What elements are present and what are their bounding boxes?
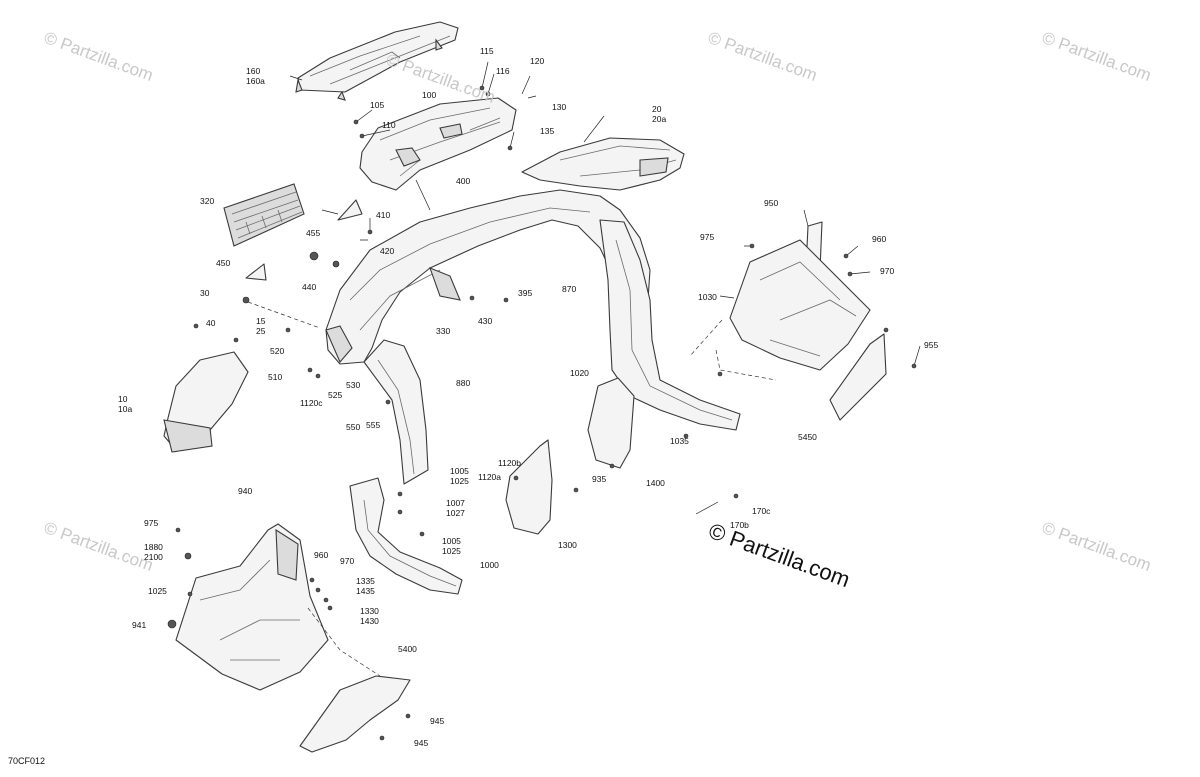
callout-550[interactable]: 550 [346,422,361,432]
callout-970-left[interactable]: 970 [340,556,355,566]
callout-1035[interactable]: 1035 [670,436,689,446]
callout-960-right[interactable]: 960 [872,234,887,244]
callout-941[interactable]: 941 [132,620,147,630]
callout-510[interactable]: 510 [268,372,283,382]
callout-100[interactable]: 100 [422,90,437,100]
part-5450-panel[interactable] [829,333,887,421]
part-400-main-frame[interactable] [325,189,651,365]
callout-105[interactable]: 105 [370,100,385,110]
callout-1330[interactable]: 1330 1430 [360,606,379,626]
callout-440[interactable]: 440 [302,282,317,292]
callout-40[interactable]: 40 [206,318,216,328]
callout-1005-lower[interactable]: 1005 1025 [442,536,461,556]
callout-1005-upper[interactable]: 1005 1025 [450,466,469,486]
part-20-side-cover[interactable] [521,137,685,191]
callout-1120b[interactable]: 1120b [498,458,522,468]
part-10-front-cover[interactable] [163,351,249,453]
callout-975-left[interactable]: 975 [144,518,159,528]
part-940-floor-panel[interactable] [175,523,329,691]
callout-1880[interactable]: 1880 2100 [144,542,163,562]
callout-20[interactable]: 20 20a [652,104,667,124]
callout-945-upper[interactable]: 945 [430,716,445,726]
callout-110[interactable]: 110 [382,120,396,130]
callout-940[interactable]: 940 [238,486,253,496]
callout-160[interactable]: 160 160a [246,66,265,86]
callout-1120a[interactable]: 1120a [478,472,502,482]
callout-135[interactable]: 135 [540,126,555,136]
callout-945-lower[interactable]: 945 [414,738,429,748]
callout-1120c[interactable]: 1120c [300,398,323,408]
callout-30[interactable]: 30 [200,288,210,298]
callout-455[interactable]: 455 [306,228,321,238]
callout-955[interactable]: 955 [924,340,939,350]
callout-5400[interactable]: 5400 [398,644,417,654]
callout-170c[interactable]: 170c [752,506,771,516]
callout-1025[interactable]: 1025 [148,586,167,596]
callout-116[interactable]: 116 [496,66,510,76]
diagram-code: 70CF012 [8,756,46,766]
callout-1400[interactable]: 1400 [646,478,665,488]
callout-1300[interactable]: 1300 [558,540,577,550]
part-880-pillar[interactable] [363,339,429,485]
callout-430[interactable]: 430 [478,316,493,326]
callout-170b[interactable]: 170b [730,520,749,530]
callout-395[interactable]: 395 [518,288,533,298]
callout-15[interactable]: 15 25 [256,316,266,336]
part-160-top-cover[interactable] [295,21,459,101]
callout-10[interactable]: 10 10a [118,394,133,414]
hardware-fasteners [167,85,917,741]
callout-5450[interactable]: 5450 [798,432,817,442]
callout-1020[interactable]: 1020 [570,368,589,378]
part-450-clip[interactable] [245,263,267,281]
callout-1007[interactable]: 1007 1027 [446,498,465,518]
callout-970-right[interactable]: 970 [880,266,895,276]
part-100-dash-panel[interactable] [359,97,517,191]
callout-975-right[interactable]: 975 [700,232,715,242]
callout-115[interactable]: 115 [480,46,494,56]
callout-320[interactable]: 320 [200,196,215,206]
part-1300-panel[interactable] [505,439,553,535]
callout-870[interactable]: 870 [562,284,577,294]
callout-530[interactable]: 530 [346,380,361,390]
callout-1000[interactable]: 1000 [480,560,499,570]
callout-555[interactable]: 555 [366,420,381,430]
callout-400[interactable]: 400 [456,176,471,186]
callout-420[interactable]: 420 [380,246,395,256]
part-320-grille[interactable] [223,183,305,247]
part-1030-tray[interactable] [729,239,871,371]
callout-525[interactable]: 525 [328,390,343,400]
callout-1335[interactable]: 1335 1435 [356,576,375,596]
part-170-bolt[interactable] [695,501,719,515]
callout-960-left[interactable]: 960 [314,550,329,560]
part-455-clip[interactable] [337,199,363,221]
callout-130[interactable]: 130 [552,102,567,112]
callout-520[interactable]: 520 [270,346,285,356]
callout-1030[interactable]: 1030 [698,292,717,302]
callout-120[interactable]: 120 [530,56,545,66]
part-1400-panel[interactable] [587,377,635,469]
callout-330[interactable]: 330 [436,326,451,336]
part-870-side-rail[interactable] [599,219,741,431]
callout-410[interactable]: 410 [376,210,391,220]
part-1000-step-rail[interactable] [349,477,463,595]
callout-935[interactable]: 935 [592,474,607,484]
callout-880[interactable]: 880 [456,378,471,388]
callout-950[interactable]: 950 [764,198,779,208]
callout-450[interactable]: 450 [216,258,231,268]
part-5400-panel[interactable] [299,675,411,753]
